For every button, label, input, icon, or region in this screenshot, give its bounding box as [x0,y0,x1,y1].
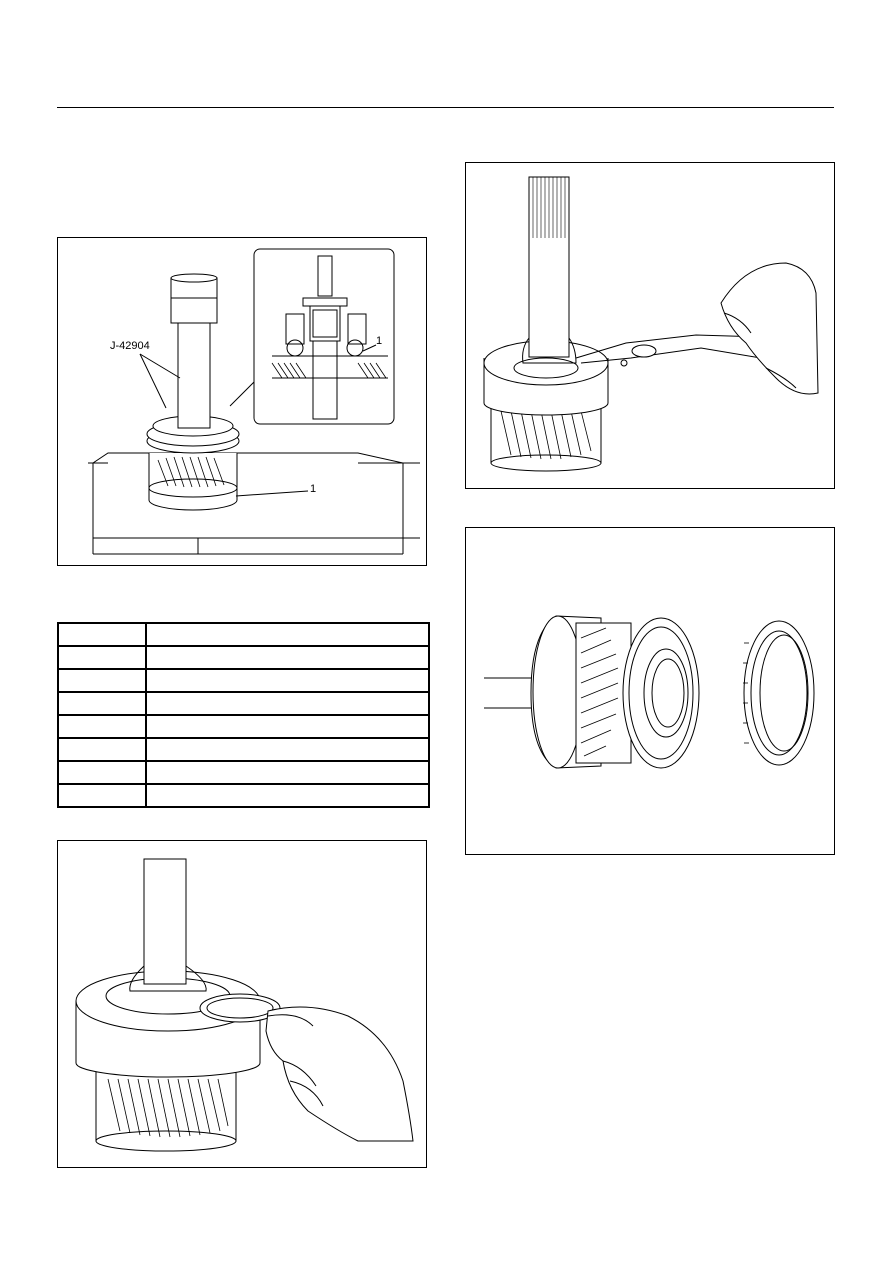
table-cell [57,714,147,739]
table-cell [145,760,430,785]
table-row [57,691,430,716]
inset-callout-1: 1 [376,335,383,347]
table-cell [145,691,430,716]
figure-synchro-parts [465,527,835,855]
table-row [57,783,430,808]
figure-remove-ring [57,840,427,1168]
table-row [57,668,430,693]
table-row [57,760,430,785]
table-cell [57,760,147,785]
synchro-parts-illustration [484,615,815,769]
table-row [57,645,430,670]
table-cell [145,737,430,762]
header-rule [57,107,834,108]
spec-table [57,622,430,808]
table-cell [145,714,430,739]
table-row [57,714,430,739]
table-cell [145,622,430,647]
table-cell [57,668,147,693]
table-cell [145,783,430,808]
table-row [57,622,430,647]
table-cell [57,645,147,670]
table-cell [57,622,147,647]
press-fit-illustration [88,248,420,555]
figure-press-fit: J-42904 1 1 [57,237,427,566]
snap-ring-illustration [483,176,819,472]
figure-snap-ring-pliers [465,162,835,489]
table-cell [57,737,147,762]
tool-label: J-42904 [110,340,150,352]
table-row [57,737,430,762]
table-cell [57,783,147,808]
callout-1: 1 [310,483,317,495]
table-cell [145,645,430,670]
table-cell [57,691,147,716]
remove-ring-illustration [75,858,414,1152]
table-cell [145,668,430,693]
